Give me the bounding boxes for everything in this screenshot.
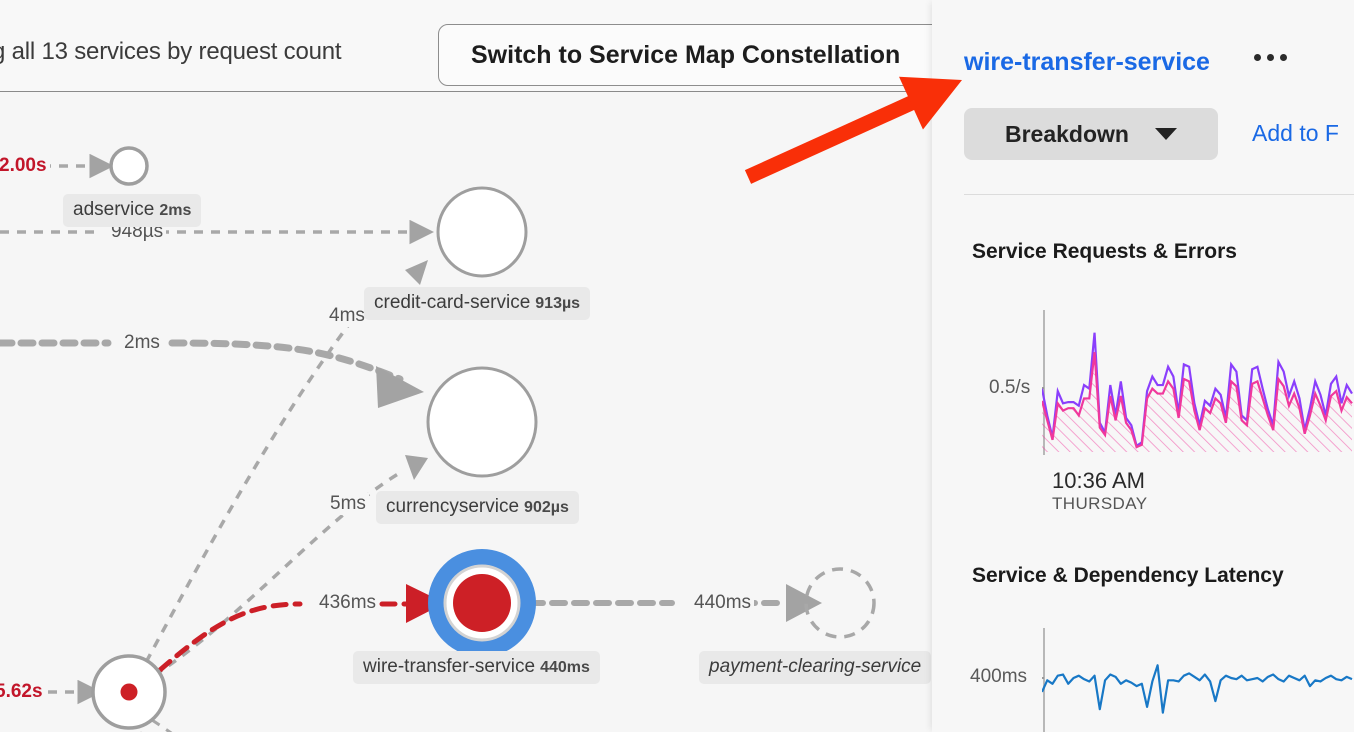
node-label-text: wire-transfer-service [363, 656, 536, 677]
node-label-text: payment-clearing-service [709, 656, 922, 677]
node-payment-clearing-service[interactable] [804, 567, 876, 639]
node-label-text: currencyservice [386, 496, 520, 517]
node-label-duration: 913µs [535, 295, 581, 312]
chart-requests-y-axis-label: 0.5/s [989, 377, 1031, 398]
edge-label-4: 5ms [327, 493, 369, 515]
node-label-text: adservice [73, 199, 155, 220]
edge-label-2: 2ms [121, 332, 163, 354]
chart-requests-day: THURSDAY [1052, 494, 1148, 513]
edge-4ms-to-credit-card-service [128, 260, 428, 693]
node-credit-card-service[interactable] [436, 186, 528, 278]
edge-bottom-branches [140, 718, 173, 732]
chevron-down-icon [1154, 128, 1177, 140]
node-currencyservice[interactable] [426, 366, 538, 478]
node-wire-transfer-service-selected[interactable] [428, 549, 536, 657]
map-toolbar: g all 13 services by request count Switc… [0, 0, 932, 92]
chart-requests-timestamp: 10:36 AM [1052, 468, 1145, 493]
node-label-duration: 2ms [159, 202, 192, 219]
edge-label-6: 440ms [691, 592, 755, 614]
section-title-requests-errors: Service Requests & Errors [972, 240, 1237, 263]
node-label-duration: 440ms [540, 659, 590, 676]
service-map-graph[interactable] [0, 92, 932, 732]
node-error-source[interactable] [91, 654, 167, 730]
chart-latency-y-axis-label: 400ms [970, 666, 1028, 687]
breakdown-dropdown-button[interactable]: Breakdown [964, 108, 1218, 160]
section-title-dependency-latency: Service & Dependency Latency [972, 564, 1284, 587]
node-label-payment-clearing-service[interactable]: payment-clearing-service [699, 651, 932, 684]
service-count-summary: g all 13 services by request count [0, 38, 342, 65]
node-label-duration: 902µs [524, 499, 569, 516]
edge-label-3: 4ms [326, 305, 368, 327]
panel-service-name-link[interactable]: wire-transfer-service [964, 48, 1210, 76]
more-options-icon[interactable] [1254, 54, 1287, 61]
breakdown-label: Breakdown [1005, 120, 1129, 147]
service-map-canvas-area: g all 13 services by request count Switc… [0, 0, 932, 732]
edge-label-5: 436ms [316, 592, 380, 614]
node-label-text: credit-card-service [374, 292, 531, 313]
service-details-panel: wire-transfer-service Breakdown Add to F… [932, 0, 1354, 732]
chart-service-requests-errors[interactable] [1042, 300, 1354, 460]
panel-divider [964, 194, 1354, 195]
chart-service-dependency-latency[interactable] [1042, 620, 1354, 732]
node-adservice[interactable] [109, 146, 149, 186]
edge-label-7: 5.62s [0, 681, 46, 703]
panel-header: wire-transfer-service Breakdown Add to F [932, 0, 1354, 196]
add-to-dashboard-link[interactable]: Add to F [1252, 120, 1339, 146]
edge-label-0: 2.00s [0, 155, 50, 177]
edge-440ms-to-payment-clearing-service [527, 584, 822, 622]
edge-2ms-to-credit-card-service [0, 339, 424, 408]
switch-to-constellation-button[interactable]: Switch to Service Map Constellation [438, 24, 932, 86]
